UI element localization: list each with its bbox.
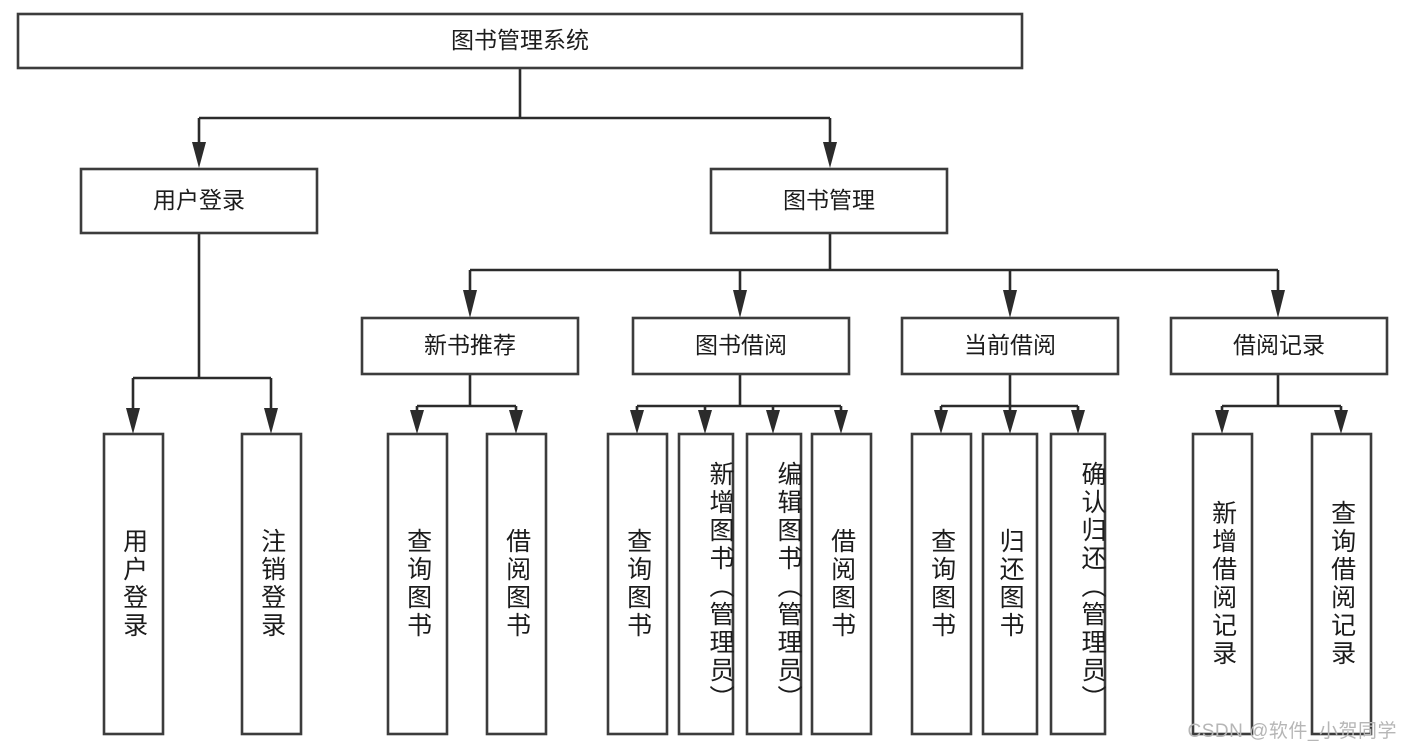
leaf-box-book-borrow-2[interactable] <box>677 432 735 736</box>
leaf-box-book-borrow-3[interactable] <box>745 432 803 736</box>
arrow-head-book-borrow-child-4 <box>834 410 848 434</box>
node-current-borrow-label: 当前借阅 <box>964 332 1056 358</box>
node-book-management[interactable]: 图书管理 <box>709 167 949 235</box>
arrow-head-book-borrow-child-1 <box>630 410 644 434</box>
node-borrow-record[interactable]: 借阅记录 <box>1169 316 1389 376</box>
node-user-login-box[interactable] <box>79 167 319 235</box>
arrow-head-current-borrow-child-2 <box>1003 410 1017 434</box>
connector-group-new-book <box>410 374 523 434</box>
arrow-head-book-mgmt <box>823 142 837 168</box>
node-current-borrow[interactable]: 当前借阅 <box>900 316 1120 376</box>
node-root-box[interactable] <box>16 12 1024 70</box>
node-book-borrow-box[interactable] <box>631 316 851 376</box>
leaf-box-book-borrow-4[interactable] <box>810 432 873 736</box>
node-book-management-box[interactable] <box>709 167 949 235</box>
node-user-login-label: 用户登录 <box>153 187 245 213</box>
arrow-head-user-login-child-2 <box>264 408 278 434</box>
connector-group-root <box>192 68 837 168</box>
leaf-box-new-book-2[interactable] <box>485 432 548 736</box>
leaf-box-borrow-record-2[interactable] <box>1310 432 1373 736</box>
watermark: CSDN @软件_小贺同学 <box>1187 721 1397 742</box>
node-root-label: 图书管理系统 <box>451 27 589 53</box>
leaf-box-book-borrow-1[interactable] <box>606 432 669 736</box>
arrow-head-new-book-child-1 <box>410 410 424 434</box>
node-root[interactable]: 图书管理系统 <box>16 12 1024 70</box>
node-new-book-recommend-box[interactable] <box>360 316 580 376</box>
arrow-head-book-borrow-child-3 <box>766 410 780 434</box>
node-book-management-label: 图书管理 <box>783 187 875 213</box>
leaf-box-borrow-record-1[interactable] <box>1191 432 1254 736</box>
leaf-box-current-borrow-2[interactable] <box>981 432 1039 736</box>
arrow-head-book-borrow <box>733 290 747 318</box>
arrow-head-borrow-record-child-1 <box>1215 410 1229 434</box>
leaf-box-user-login-1[interactable] <box>102 432 165 736</box>
arrow-head-book-borrow-child-2 <box>698 410 712 434</box>
arrow-head-current-borrow-child-1 <box>934 410 948 434</box>
node-borrow-record-label: 借阅记录 <box>1233 332 1325 358</box>
connector-group-current-borrow <box>934 374 1085 434</box>
arrow-head-new-book-child-2 <box>509 410 523 434</box>
arrow-head-current-borrow-child-3 <box>1071 410 1085 434</box>
leaf-box-user-login-2[interactable] <box>240 432 303 736</box>
node-new-book-recommend-label: 新书推荐 <box>424 332 516 358</box>
connector-group-user-login <box>126 233 278 434</box>
node-book-borrow[interactable]: 图书借阅 <box>631 316 851 376</box>
node-user-login[interactable]: 用户登录 <box>79 167 319 235</box>
arrow-head-borrow-record-child-2 <box>1334 410 1348 434</box>
node-borrow-record-box[interactable] <box>1169 316 1389 376</box>
arrow-head-current-borrow <box>1003 290 1017 318</box>
connector-group-book-borrow <box>630 374 848 434</box>
arrow-head-borrow-record <box>1271 290 1285 318</box>
arrow-head-user-login <box>192 142 206 168</box>
node-current-borrow-box[interactable] <box>900 316 1120 376</box>
node-new-book-recommend[interactable]: 新书推荐 <box>360 316 580 376</box>
node-book-borrow-label: 图书借阅 <box>695 332 787 358</box>
leaf-box-new-book-1[interactable] <box>386 432 449 736</box>
arrow-head-new-book <box>463 290 477 318</box>
connector-group-book-mgmt <box>463 233 1285 318</box>
connector-group-borrow-record <box>1215 374 1348 434</box>
leaf-box-current-borrow-3[interactable] <box>1049 432 1107 736</box>
leaf-box-current-borrow-1[interactable] <box>910 432 973 736</box>
arrow-head-user-login-child-1 <box>126 408 140 434</box>
